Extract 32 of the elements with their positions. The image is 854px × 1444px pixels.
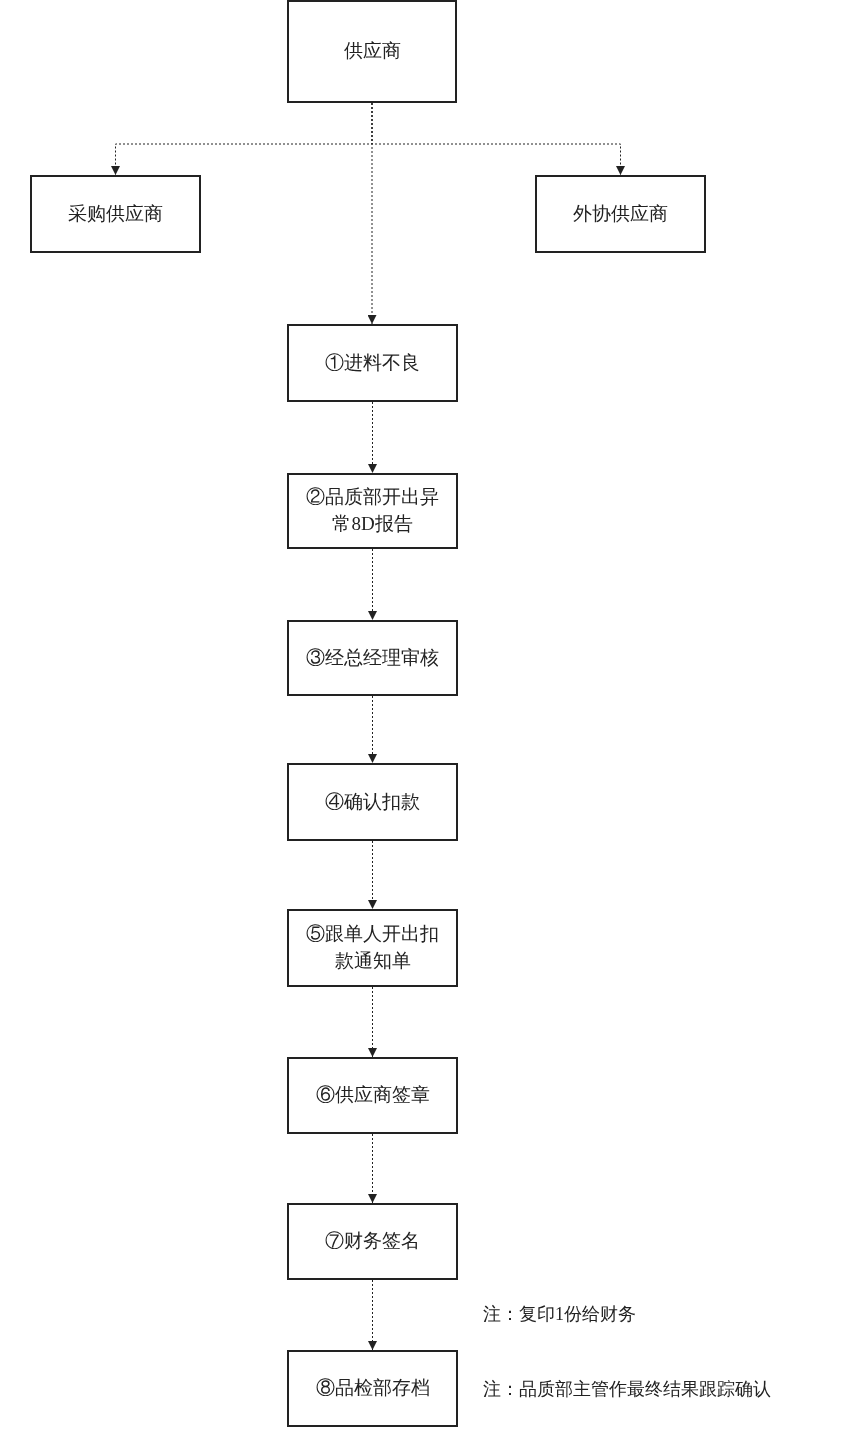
process-box [287, 763, 458, 841]
step-text: ⑤跟单人开出扣款通知单 [305, 922, 440, 973]
arrow [368, 401, 377, 474]
arrow [368, 840, 377, 910]
step-text: ⑥供应商签章 [314, 1083, 431, 1108]
note-text: 注：品质部主管作最终结果跟踪确认 [483, 1378, 771, 1401]
process-box [287, 473, 458, 549]
step-text: ④确认扣款 [324, 789, 421, 814]
process-box [287, 909, 458, 987]
note-text: 注：复印1份给财务 [483, 1303, 636, 1326]
process-box [287, 620, 458, 696]
arrow [368, 548, 377, 621]
step-text: 采购供应商 [67, 201, 164, 226]
process-box [30, 175, 201, 253]
step-text: 供应商 [342, 39, 402, 64]
arrow [367, 102, 377, 325]
step-text: ⑧品检部存档 [314, 1376, 431, 1401]
arrow [368, 695, 377, 764]
step-text: ③经总经理审核 [305, 645, 440, 670]
step-text: 外协供应商 [572, 201, 669, 226]
step-text: ①进料不良 [324, 350, 421, 375]
process-box [287, 1203, 458, 1280]
step-text: ⑦财务签名 [324, 1229, 421, 1254]
process-box [287, 1350, 458, 1427]
process-box [287, 324, 458, 402]
process-box [535, 175, 706, 253]
step-text: ②品质部开出异常8D报告 [305, 485, 440, 536]
arrow [368, 1133, 377, 1204]
process-box [287, 0, 457, 103]
process-box [287, 1057, 458, 1134]
arrow [368, 986, 377, 1058]
arrow [368, 1279, 377, 1351]
